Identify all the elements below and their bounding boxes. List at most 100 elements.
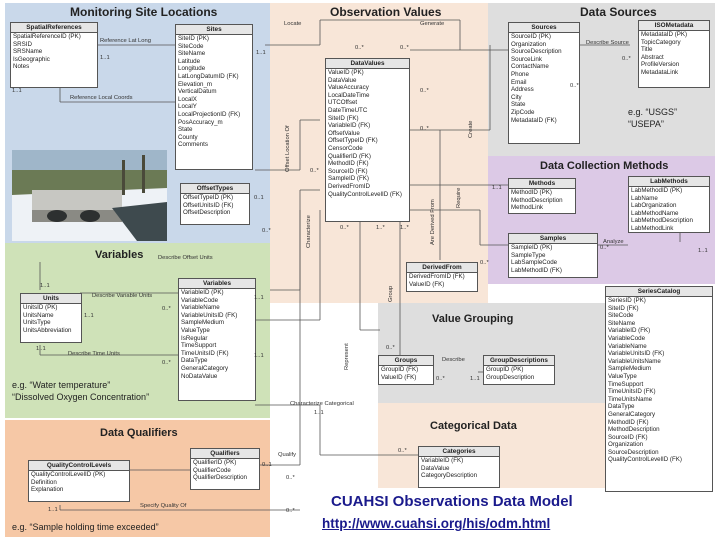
table-field: VariableName xyxy=(181,304,220,312)
table-field: MethodID (FK) xyxy=(608,418,649,426)
rel-generate: Generate xyxy=(420,21,445,27)
table-group-descriptions: GroupDescriptions GroupID (PK)GroupDescr… xyxy=(483,355,555,385)
table-series-catalog: SeriesCatalog SeriesID (PK)SiteID (FK)Si… xyxy=(605,286,713,492)
table-field: Elevation_m xyxy=(178,80,213,88)
table-field: VariableUnitsName xyxy=(608,357,661,365)
panel-value-grouping xyxy=(378,303,605,403)
example-sources-1: e.g. “USGS” xyxy=(628,107,678,117)
table-field: QualityControlLevelID (PK) xyxy=(31,471,106,478)
panel-title-monitoring-site-locations: Monitoring Site Locations xyxy=(70,5,218,19)
rel-reference-lat-long: Reference Lat Long xyxy=(100,38,151,44)
panel-title-data-qualifiers: Data Qualifiers xyxy=(100,427,178,439)
table-field: SourceID (FK) xyxy=(608,433,648,441)
rel-group: Group xyxy=(388,285,394,302)
card-30: 1..1 xyxy=(314,410,324,416)
table-groups: Groups GroupID (FK)ValueID (FK) xyxy=(378,355,434,385)
table-field: LocalY xyxy=(178,103,197,111)
table-field: SiteName xyxy=(178,50,206,58)
table-field: SampleType xyxy=(511,251,546,259)
card-5: 0..* xyxy=(400,45,409,51)
table-field: SiteID (FK) xyxy=(328,114,359,122)
card-7: 0..* xyxy=(570,83,579,89)
table-title: SeriesCatalog xyxy=(606,287,712,297)
table-field: VariableID (PK) xyxy=(181,289,224,296)
panel-title-data-sources: Data Sources xyxy=(580,5,657,19)
table-field: MethodID (PK) xyxy=(511,189,552,196)
card-2: 1..1 xyxy=(12,88,22,94)
table-title: Units xyxy=(21,294,81,304)
table-title: Groups xyxy=(379,356,433,366)
table-field: OffsetValue xyxy=(328,129,360,137)
table-field: QualityControlLevelID (FK) xyxy=(608,456,682,464)
table-field: County xyxy=(178,133,198,141)
table-field: LabName xyxy=(631,194,658,202)
table-title: Categories xyxy=(419,447,499,457)
table-field: SiteCode xyxy=(178,42,204,50)
example-variables-2: “Dissolved Oxygen Concentration” xyxy=(12,392,150,402)
table-field: ZipCode xyxy=(511,108,535,116)
table-field: VerticalDatum xyxy=(178,88,217,96)
table-field: NoDataValue xyxy=(181,372,218,380)
table-field: GroupDescription xyxy=(486,373,535,381)
table-field: Organization xyxy=(608,441,644,449)
rel-describe-time-units: Describe Time Units xyxy=(68,351,120,357)
table-title: DerivedFrom xyxy=(407,263,477,273)
card-33: 0..* xyxy=(286,475,295,481)
card-6: 0..* xyxy=(622,56,631,62)
table-field: TimeUnitsName xyxy=(608,395,653,403)
rel-reference-local-coords: Reference Local Coords xyxy=(70,95,133,101)
table-field: Abstract xyxy=(641,53,664,61)
card-14: 1..1 xyxy=(698,248,708,254)
table-field: SiteID (PK) xyxy=(178,35,209,42)
footer-title: CUAHSI Observations Data Model xyxy=(331,493,573,510)
table-field: IsGeographic xyxy=(13,55,50,63)
table-field: MetadataID (PK) xyxy=(641,31,688,38)
table-field: TimeUnitsID (FK) xyxy=(181,349,229,357)
table-field: State xyxy=(511,101,526,109)
card-8: 0..* xyxy=(420,88,429,94)
table-field: IsRegular xyxy=(181,334,208,342)
table-field: LabMethodDescription xyxy=(631,217,693,225)
table-field: MethodDescription xyxy=(608,426,660,434)
card-15: 0..* xyxy=(262,228,271,234)
table-field: GroupID (PK) xyxy=(486,366,524,373)
table-field: VariableCode xyxy=(608,334,646,342)
table-field: GroupID (FK) xyxy=(381,366,419,373)
table-field: SpatialReferenceID (PK) xyxy=(13,33,81,40)
table-iso-metadata: ISOMetadata MetadataID (PK)TopicCategory… xyxy=(638,20,710,88)
table-field: GeneralCategory xyxy=(181,364,229,372)
table-field: OffsetDescription xyxy=(183,209,231,217)
table-field: MethodDescription xyxy=(511,196,563,204)
table-field: Title xyxy=(641,46,653,54)
table-field: LocalDateTime xyxy=(328,91,370,99)
panel-title-variables: Variables xyxy=(95,249,144,261)
example-sources-2: “USEPA” xyxy=(628,119,664,129)
table-field: DataValue xyxy=(328,76,357,84)
table-field: CensorCode xyxy=(328,144,363,152)
panel-title-value-grouping: Value Grouping xyxy=(432,313,514,325)
rel-locate: Locate xyxy=(284,21,302,27)
card-28: 0..* xyxy=(436,376,445,382)
table-field: VariableName xyxy=(608,342,647,350)
table-field: ValueID (PK) xyxy=(328,69,364,76)
table-field: Notes xyxy=(13,63,30,71)
table-field: OffsetTypeID (FK) xyxy=(328,137,378,145)
rel-specify-quality-of: Specify Quality Of xyxy=(140,503,187,509)
table-field: ValueAccuracy xyxy=(328,84,369,92)
panel-title-categorical-data: Categorical Data xyxy=(430,420,517,432)
stream-gauge-photo xyxy=(12,150,167,241)
rel-describe-source: Describe Source xyxy=(586,40,629,46)
table-field: LabMethodLink xyxy=(631,224,674,232)
table-qualifiers: Qualifiers QualifierID (PK)QualifierCode… xyxy=(190,448,260,490)
table-field: DerivedFromID xyxy=(328,182,370,190)
table-field: TimeSupport xyxy=(181,342,217,350)
table-field: Address xyxy=(511,86,534,94)
table-field: SourceDescription xyxy=(608,448,659,456)
card-34: 1..1 xyxy=(48,507,58,513)
card-23: 1..1 xyxy=(36,346,46,352)
table-spatial-references: SpatialReferences SpatialReferenceID (PK… xyxy=(10,22,98,88)
footer-url-link[interactable]: http://www.cuahsi.org/his/odm.html xyxy=(322,516,551,531)
